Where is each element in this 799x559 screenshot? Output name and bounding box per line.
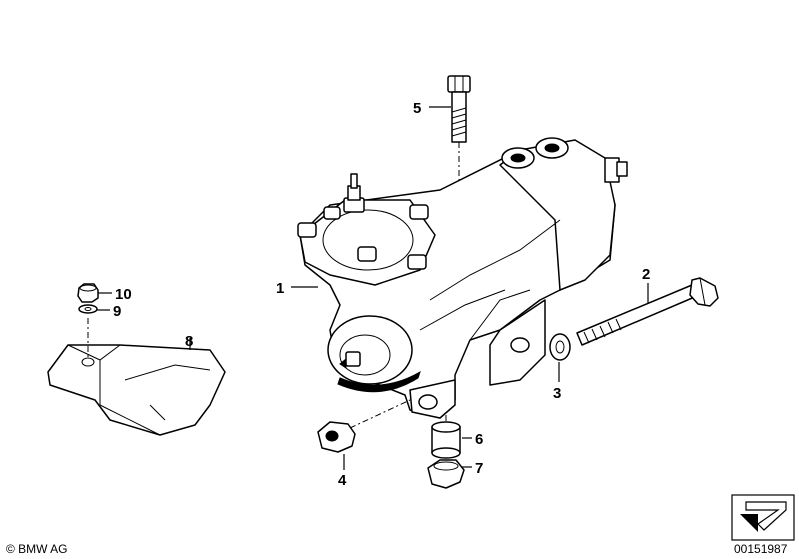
callout-9: 9 xyxy=(113,303,121,320)
washer-3 xyxy=(549,333,571,361)
callout-3: 3 xyxy=(553,385,561,402)
leader-lines xyxy=(97,106,649,470)
steering-gear-box-1 xyxy=(297,137,628,419)
long-bolt-2 xyxy=(576,277,719,346)
callout-5: 5 xyxy=(413,100,421,117)
flange-nut-4 xyxy=(317,399,411,453)
nut-10 xyxy=(77,283,99,303)
bushing-6 xyxy=(431,415,461,459)
orientation-arrow-icon xyxy=(731,494,795,541)
nut-7 xyxy=(427,459,465,489)
washer-9 xyxy=(78,304,98,314)
heat-shield-8 xyxy=(47,318,226,436)
callout-2: 2 xyxy=(642,266,650,283)
callout-6: 6 xyxy=(475,431,483,448)
callout-4: 4 xyxy=(338,472,347,489)
callout-1: 1 xyxy=(276,280,284,297)
callout-7: 7 xyxy=(475,460,483,477)
callout-10: 10 xyxy=(115,286,132,303)
copyright-text: © BMW AG xyxy=(6,542,68,556)
callout-8: 8 xyxy=(185,333,193,350)
diagram-number: 00151987 xyxy=(734,542,788,556)
bolt-5 xyxy=(447,75,471,192)
